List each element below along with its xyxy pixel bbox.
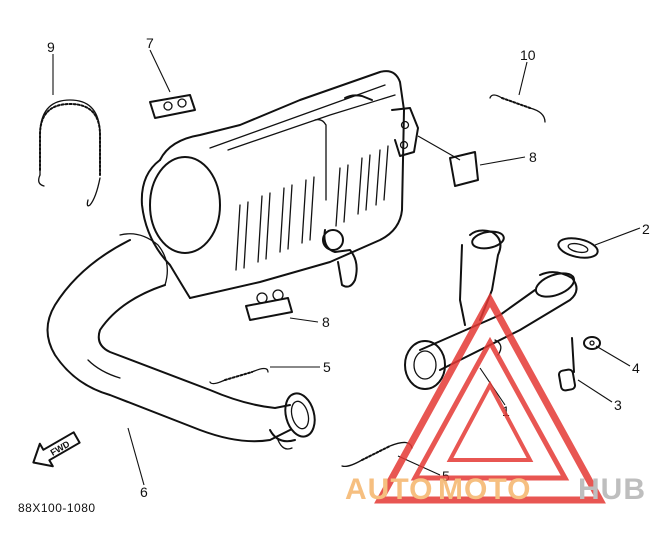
watermark: AUTO MOTO HUB: [345, 292, 646, 506]
callout-7-top: 7: [146, 35, 154, 51]
protector: [449, 151, 479, 187]
muffler: [140, 70, 419, 299]
fwd-arrow: FWD: [32, 431, 81, 468]
bolt: [558, 337, 576, 392]
callout-6: 6: [140, 484, 148, 500]
callout-9: 9: [47, 39, 55, 55]
nut: [583, 336, 601, 350]
exhaust-joint-pipes: [404, 229, 578, 390]
header-pipe: [46, 233, 316, 450]
watermark-triangle-logo: [374, 292, 606, 504]
callout-7-bottom: 8: [322, 314, 330, 330]
spring-large: [38, 99, 101, 207]
callout-10: 10: [520, 47, 536, 63]
callout-8: 8: [529, 149, 537, 165]
callout-5-upper: 5: [323, 359, 331, 375]
brand-auto: AUTO: [345, 473, 433, 506]
damper-top: [149, 94, 196, 119]
damper-bottom: [245, 289, 293, 321]
callout-4: 4: [632, 360, 640, 376]
drawing-code: 88X100-1080: [18, 501, 96, 515]
callout-2: 2: [642, 221, 650, 237]
spring-top: [489, 94, 546, 123]
callout-3: 3: [614, 397, 622, 413]
brand-moto: MOTO: [438, 473, 531, 506]
gasket: [557, 237, 599, 259]
brand-hub: HUB: [578, 473, 646, 506]
spring-mid: [209, 367, 269, 385]
